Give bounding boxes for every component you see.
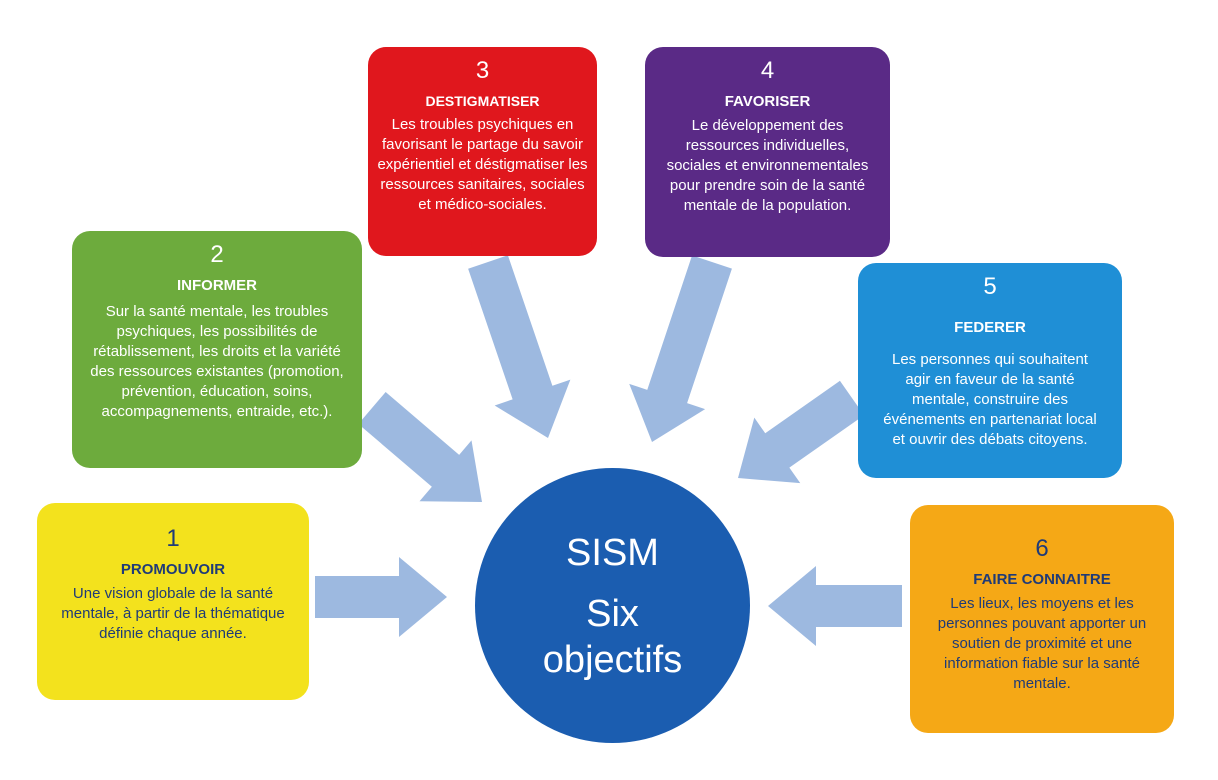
objective-text: Le développement des ressources individu… — [666, 117, 869, 214]
objective-number: 3 — [475, 57, 490, 84]
objective-box-federer: 5 FEDERER Les personnes qui souhaitent a… — [858, 263, 1122, 478]
objective-number: 4 — [760, 57, 775, 84]
arrow-5-to-center — [738, 380, 865, 484]
objective-title: FAVORISER — [724, 93, 811, 110]
arrow-6-to-center — [768, 566, 902, 646]
center-title: SISM — [566, 531, 659, 574]
objective-box-informer: 2 INFORMER Sur la santé mentale, les tro… — [72, 231, 362, 468]
objective-text: Les troubles psychiques en favorisant le… — [377, 116, 588, 213]
center-subtitle-line1: Six — [586, 592, 639, 635]
objective-number: 2 — [210, 241, 224, 268]
center-circle: SISM Six objectifs — [475, 468, 750, 743]
objective-box-favoriser: 4 FAVORISER Le développement des ressour… — [645, 47, 890, 257]
objective-box-faire-connaitre: 6 FAIRE CONNAITRE Les lieux, les moyens … — [910, 505, 1174, 733]
objective-text: Une vision globale de la santé mentale, … — [61, 585, 285, 642]
objective-number: 5 — [983, 273, 997, 300]
objective-text: Les lieux, les moyens et les personnes p… — [937, 595, 1147, 692]
objective-title: DESTIGMATISER — [425, 93, 540, 109]
arrow-2-to-center — [358, 392, 482, 502]
objective-title: FAIRE CONNAITRE — [973, 571, 1111, 588]
objective-number: 6 — [1035, 535, 1049, 562]
objective-box-destigmatiser: 3 DESTIGMATISER Les troubles psychiques … — [368, 47, 597, 256]
arrow-4-to-center — [629, 255, 732, 442]
objective-title: PROMOUVOIR — [120, 561, 226, 578]
objective-text: Sur la santé mentale, les troubles psych… — [90, 303, 344, 420]
objective-title: FEDERER — [954, 319, 1026, 336]
objective-box-promouvoir: 1 PROMOUVOIR Une vision globale de la sa… — [37, 503, 309, 700]
objective-title: INFORMER — [177, 277, 257, 294]
arrow-3-to-center — [468, 255, 571, 438]
objective-number: 1 — [166, 525, 180, 552]
center-subtitle-line2: objectifs — [542, 638, 683, 681]
arrow-1-to-center — [315, 557, 447, 637]
objective-text: Les personnes qui souhaitent agir en fav… — [883, 351, 1097, 448]
